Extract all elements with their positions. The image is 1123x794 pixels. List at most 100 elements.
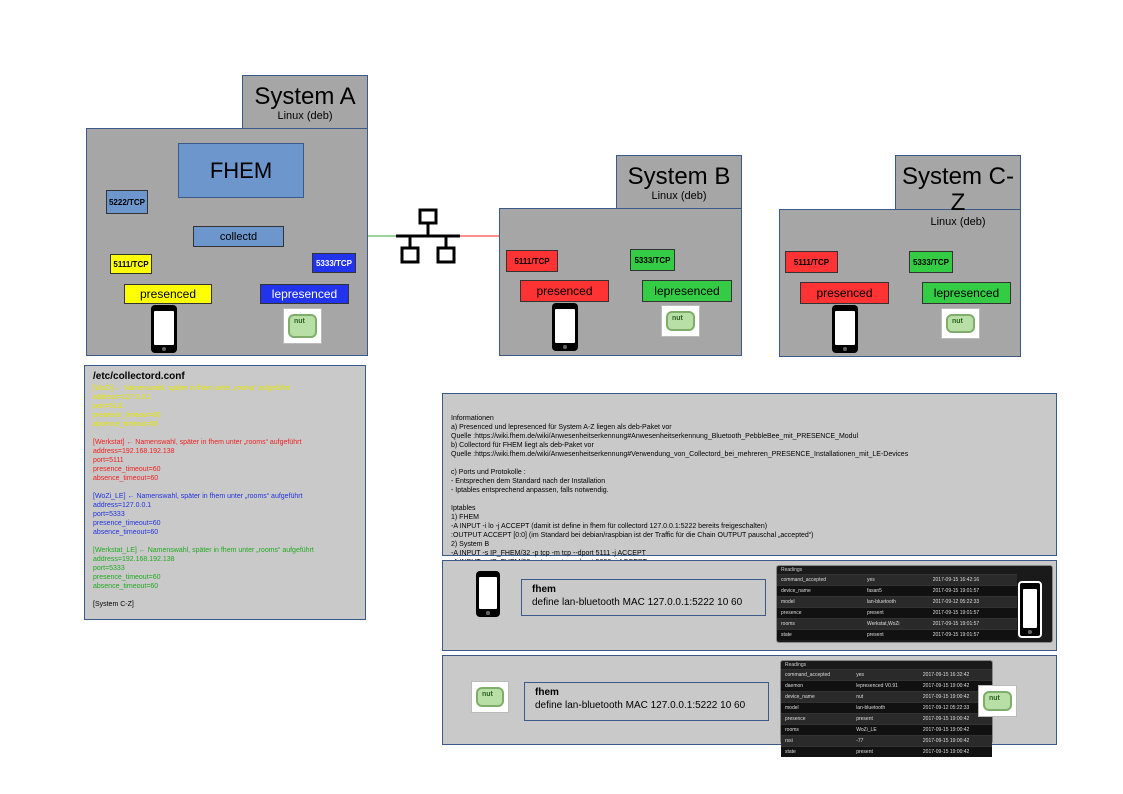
reading-time: 2017-09-15 19:00:42 [918, 746, 992, 757]
reading-time: 2017-09-15 19:00:42 [918, 724, 992, 736]
reading-name: rssi [781, 735, 853, 747]
reading-time: 2017-09-15 19:00:42 [918, 680, 992, 692]
reading-name: rooms [777, 618, 863, 630]
conf-line: port=5111 [93, 457, 124, 464]
collectord-conf-footer: [System C-Z] [93, 601, 134, 608]
system-b-port-5111-label: 5111/TCP [514, 256, 550, 266]
system-a-port-5333: 5333/TCP [312, 253, 356, 273]
reading-value: yes [862, 574, 929, 586]
reading-time: 2017-09-12 05:22:33 [918, 702, 992, 714]
system-cz-name: System C-Z [901, 163, 1014, 216]
fhem-example-1-readings-phone-icon [1018, 581, 1042, 638]
system-cz-port-5111: 5111/TCP [785, 251, 838, 273]
reading-name: device_name [777, 585, 863, 597]
fhem-example-2-title: fhem [535, 687, 559, 698]
collectord-conf-panel: /etc/collectord.conf [WoZi] ← Namenswahl… [84, 365, 366, 620]
info-panel: Informationen a) Presenced und lepresenc… [442, 393, 1057, 566]
port-5222-label: 5222/TCP [108, 197, 146, 207]
reading-value: Werkstat,WoZi [862, 618, 929, 630]
conf-line: [WoZi] ← Namenswahl, später in fhem unte… [93, 385, 291, 392]
conf-line: address=192.168.192.138 [93, 556, 175, 563]
reading-time: 2017-09-15 19:01:57 [928, 629, 1017, 640]
fhem-example-2-nut-icon: nut [471, 681, 509, 713]
reading-name: model [781, 702, 853, 714]
collectord-conf-blocks: [WoZi] ← Namenswahl, später in fhem unte… [93, 384, 357, 591]
conf-line: presence_timeout=60 [93, 412, 161, 419]
conf-block: [WoZi] ← Namenswahl, später in fhem unte… [93, 384, 357, 429]
reading-name: state [777, 629, 863, 640]
system-a-port-5111-label: 5111/TCP [113, 259, 149, 269]
conf-line: absence_timeout=60 [93, 529, 159, 536]
system-b-nut-icon: nut [661, 305, 700, 337]
network-switch-icon [396, 208, 460, 264]
reading-value: present [852, 713, 919, 725]
system-a-nut-text: nut [294, 318, 305, 325]
reading-name: command_accepted [781, 669, 853, 681]
conf-line: [Werkstat_LE] ← Namenswahl, später in fh… [93, 547, 314, 554]
fhem-example-2-readings-title: Readings [785, 662, 807, 668]
info-text: Informationen a) Presenced und lepresenc… [451, 415, 909, 566]
reading-value: WoZi_LE [852, 724, 919, 736]
reading-value: nut [852, 691, 919, 703]
reading-value: yes [852, 669, 919, 681]
system-b-port-5333: 5333/TCP [630, 249, 675, 271]
reading-value: fasan5 [862, 585, 929, 597]
port-5222: 5222/TCP [106, 190, 148, 214]
system-cz-port-5333: 5333/TCP [909, 251, 953, 273]
conf-line: port=5111 [93, 403, 124, 410]
reading-value: -77 [852, 735, 919, 747]
reading-time: 2017-09-15 19:01:57 [928, 585, 1017, 597]
fhem-example-1-phone-icon [476, 571, 500, 617]
conf-line: address=192.168.192.138 [93, 448, 175, 455]
system-cz-title: System C-Z Linux (deb) [895, 155, 1021, 228]
system-cz-presenced: presenced [800, 282, 889, 304]
fhem-example-1-define: define lan-bluetooth MAC 127.0.0.1:5222 … [532, 597, 743, 608]
system-b-os: Linux (deb) [651, 190, 707, 202]
system-a-title: System A Linux (deb) [242, 75, 368, 129]
system-a-phone-icon [151, 305, 177, 353]
conf-line: presence_timeout=60 [93, 520, 161, 527]
fhem-example-2-readings-nut-text: nut [989, 695, 1000, 702]
system-cz-nut-text: nut [952, 318, 963, 325]
reading-name: command_accepted [777, 574, 863, 586]
system-b-lepresenced-label: lepresenced [654, 284, 720, 298]
reading-name: state [781, 746, 853, 757]
conf-line: absence_timeout=60 [93, 583, 159, 590]
system-cz-os: Linux (deb) [930, 216, 986, 228]
reading-name: presence [777, 607, 863, 619]
conf-line: port=5333 [93, 511, 125, 518]
system-b-phone-icon [552, 303, 578, 351]
system-b-presenced-label: presenced [536, 284, 593, 298]
system-b-title: System B Linux (deb) [616, 155, 742, 209]
reading-value: present [862, 607, 929, 619]
system-a-nut-icon: nut [283, 308, 322, 344]
reading-time: 2017-09-15 19:01:57 [928, 607, 1017, 619]
system-b-name: System B [627, 163, 731, 190]
reading-name: device_name [781, 691, 853, 703]
conf-line: port=5333 [93, 565, 125, 572]
fhem-example-1-readings-title: Readings [781, 567, 803, 573]
fhem-example-2-define-box: fhem define lan-bluetooth MAC 127.0.0.1:… [524, 682, 769, 721]
fhem-example-2-readings-nut-icon: nut [978, 685, 1017, 717]
reading-name: model [777, 596, 863, 608]
reading-time: 2017-09-15 16:32:42 [918, 669, 992, 681]
fhem-example-2-define: define lan-bluetooth MAC 127.0.0.1:5222 … [535, 700, 746, 711]
reading-time: 2017-09-15 19:00:42 [918, 735, 992, 747]
conf-line: [WoZi_LE] ← Namenswahl, später in fhem u… [93, 493, 303, 500]
fhem-example-2-nut-text: nut [482, 691, 493, 698]
conf-line: presence_timeout=60 [93, 466, 161, 473]
system-b-lepresenced: lepresenced [642, 280, 732, 302]
system-b-nut-text: nut [672, 315, 683, 322]
reading-name: daemon [781, 680, 853, 692]
